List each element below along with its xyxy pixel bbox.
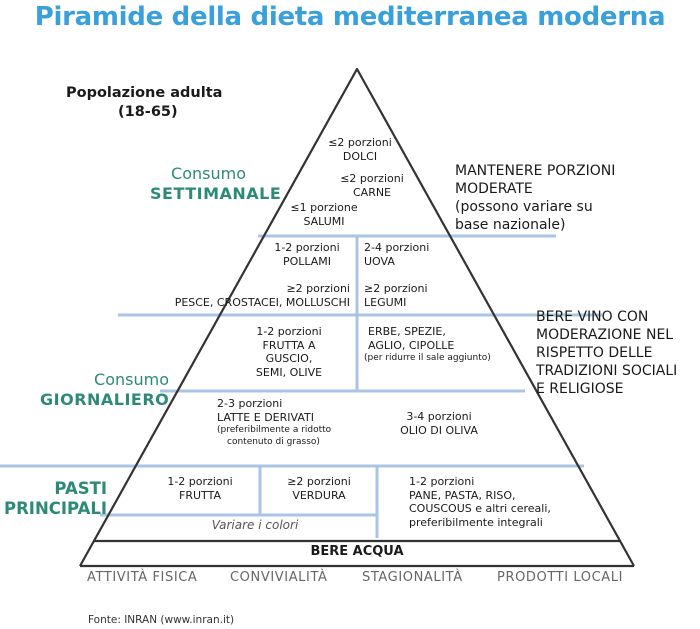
bottom-label-4: PRODOTTI LOCALI xyxy=(497,570,624,585)
category-weekly: Consumo SETTIMANALE xyxy=(150,164,282,204)
population-line1: Popolazione adulta xyxy=(66,85,223,101)
note-weekly-line4: base nazionale) xyxy=(455,217,566,233)
note-daily: BERE VINO CON MODERAZIONE NEL RISPETTO D… xyxy=(536,308,700,398)
source-credit: Fonte: INRAN (www.inran.it) xyxy=(88,614,235,626)
item-verdura-portion: ≥2 porzioni xyxy=(287,475,351,488)
bottom-label-1: ATTIVITÀ FISICA xyxy=(87,570,198,585)
item-uova: 2-4 porzioni UOVA xyxy=(364,241,454,268)
category-daily: Consumo GIORNALIERO xyxy=(40,370,169,410)
item-latte-portion: 2-3 porzioni xyxy=(217,397,283,410)
bottom-label-3: STAGIONALITÀ xyxy=(362,570,463,585)
item-erbe-food1: ERBE, SPEZIE, xyxy=(368,325,446,338)
item-cereali-food2: COUSCOUS e altri cereali, xyxy=(409,502,551,515)
item-cereali: 1-2 porzioni PANE, PASTA, RISO, COUSCOUS… xyxy=(409,475,569,529)
item-frutta-portion: 1-2 porzioni xyxy=(167,475,233,488)
item-pollami-food: POLLAMI xyxy=(282,254,332,268)
note-weekly-line3: (possono variare su xyxy=(455,199,593,215)
item-erbe-note: (per ridurre il sale aggiunto) xyxy=(364,353,491,363)
item-frutta-guscio-portion: 1-2 porzioni xyxy=(256,325,322,338)
item-latte-note1: (preferibilmente a ridotto xyxy=(217,425,332,435)
note-daily-line2: MODERAZIONE NEL xyxy=(536,327,674,343)
item-carne: ≤2 porzioni CARNE xyxy=(320,172,424,199)
item-salumi: ≤1 porzione SALUMI xyxy=(268,201,380,228)
category-daily-line1: Consumo xyxy=(94,370,169,389)
item-erbe-food2: AGLIO, CIPOLLE xyxy=(368,338,455,352)
item-pesce-portion: ≥2 porzioni xyxy=(286,282,350,295)
item-dolci-food: DOLCI xyxy=(342,149,378,163)
item-latte-note2: contenuto di grasso) xyxy=(227,437,320,447)
item-cereali-food1: PANE, PASTA, RISO, xyxy=(409,488,516,502)
item-legumi: ≥2 porzioni LEGUMI xyxy=(364,282,454,309)
item-pesce: ≥2 porzioni PESCE, CROSTACEI, MOLLUSCHI xyxy=(150,282,350,309)
item-erbe: ERBE, SPEZIE, AGLIO, CIPOLLE (per ridurr… xyxy=(364,325,509,364)
category-weekly-line2: SETTIMANALE xyxy=(150,184,282,203)
category-weekly-line1: Consumo xyxy=(171,164,246,183)
category-meals-line1: PASTI xyxy=(54,479,107,498)
item-pollami-portion: 1-2 porzioni xyxy=(274,241,340,254)
note-daily-line5: E RELIGIOSE xyxy=(536,381,624,397)
item-cereali-portion: 1-2 porzioni xyxy=(409,475,475,488)
item-verdura: ≥2 porzioni VERDURA xyxy=(265,475,373,502)
note-weekly-line1: MANTENERE PORZIONI xyxy=(455,163,616,179)
item-olio-portion: 3-4 porzioni xyxy=(406,410,472,423)
item-frutta-guscio-food2: GUSCIO, xyxy=(265,352,313,365)
pyramid-outline xyxy=(79,67,635,567)
note-daily-line1: BERE VINO CON xyxy=(536,309,649,325)
note-weekly-line2: MODERATE xyxy=(455,181,533,197)
item-olio: 3-4 porzioni OLIO DI OLIVA xyxy=(384,410,494,437)
page-title: Piramide della dieta mediterranea modern… xyxy=(34,2,666,32)
item-legumi-food: LEGUMI xyxy=(364,295,407,309)
population-label: Popolazione adulta (18-65) xyxy=(66,84,246,122)
item-salumi-food: SALUMI xyxy=(303,214,345,228)
item-dolci: ≤2 porzioni DOLCI xyxy=(305,136,415,163)
item-latte: 2-3 porzioni LATTE E DERIVATI (preferibi… xyxy=(205,397,355,448)
item-pollami: 1-2 porzioni POLLAMI xyxy=(262,241,352,268)
item-uova-food: UOVA xyxy=(364,254,395,268)
item-olio-food: OLIO DI OLIVA xyxy=(400,423,478,437)
category-meals-line2: PRINCIPALI xyxy=(4,499,107,518)
item-cereali-food3: preferibilmente integrali xyxy=(409,515,543,529)
item-carne-portion: ≤2 porzioni xyxy=(340,172,404,185)
item-dolci-portion: ≤2 porzioni xyxy=(328,136,392,149)
item-verdura-food: VERDURA xyxy=(292,488,346,502)
vary-colors-label: Variare i colori xyxy=(211,518,299,532)
item-frutta: 1-2 porzioni FRUTTA xyxy=(150,475,250,502)
note-daily-line3: RISPETTO DELLE xyxy=(536,345,653,361)
item-uova-portion: 2-4 porzioni xyxy=(364,241,430,254)
item-pesce-food: PESCE, CROSTACEI, MOLLUSCHI xyxy=(174,295,350,309)
item-salumi-portion: ≤1 porzione xyxy=(290,201,358,214)
water-label: BERE ACQUA xyxy=(310,544,404,559)
note-weekly: MANTENERE PORZIONI MODERATE (possono var… xyxy=(455,162,655,234)
item-frutta-guscio-food3: SEMI, OLIVE xyxy=(255,365,323,379)
population-line2: (18-65) xyxy=(118,104,178,120)
category-meals: PASTI PRINCIPALI xyxy=(0,479,107,519)
item-latte-food: LATTE E DERIVATI xyxy=(217,410,314,424)
item-frutta-food: FRUTTA xyxy=(179,488,221,502)
item-legumi-portion: ≥2 porzioni xyxy=(364,282,428,295)
item-frutta-guscio: 1-2 porzioni FRUTTA A GUSCIO, SEMI, OLIV… xyxy=(234,325,344,379)
item-carne-food: CARNE xyxy=(352,185,392,199)
item-frutta-guscio-food1: FRUTTA A xyxy=(262,338,316,352)
category-daily-line2: GIORNALIERO xyxy=(40,390,170,409)
note-daily-line4: TRADIZIONI SOCIALI xyxy=(536,363,678,379)
bottom-label-2: CONVIVIALITÀ xyxy=(230,570,328,585)
